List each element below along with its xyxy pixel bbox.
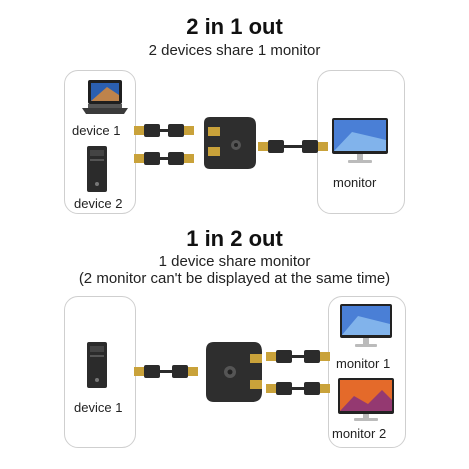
pc-tower-icon xyxy=(87,146,107,192)
section2-title: 1 in 2 out xyxy=(186,226,283,251)
section2-monitor1-label: monitor 1 xyxy=(336,356,391,371)
section2-subtitle-line1: 1 device share monitor xyxy=(158,253,311,270)
section2-monitor2-label: monitor 2 xyxy=(332,426,387,441)
hdmi-cable-icon xyxy=(258,140,328,153)
section1-monitor-label: monitor xyxy=(333,175,377,190)
laptop-icon xyxy=(82,80,128,114)
pc-tower-icon xyxy=(87,342,107,388)
hdmi-cable-icon xyxy=(266,382,330,395)
hdmi-switch-icon xyxy=(204,117,256,169)
hdmi-cable-icon xyxy=(134,152,194,165)
monitor-icon xyxy=(338,378,394,421)
monitor-icon xyxy=(340,304,392,347)
hdmi-cable-icon xyxy=(266,350,330,363)
hdmi-cable-icon xyxy=(134,124,194,137)
monitor-icon xyxy=(332,118,388,163)
section1-device1-label: device 1 xyxy=(72,123,121,138)
section2-device1-label: device 1 xyxy=(74,400,123,415)
hdmi-cable-icon xyxy=(134,365,198,378)
section2-subtitle-line2: (2 monitor can't be displayed at the sam… xyxy=(78,270,391,287)
section1-title: 2 in 1 out xyxy=(186,14,283,39)
section1-subtitle: 2 devices share 1 monitor xyxy=(148,42,321,59)
section1-device2-label: device 2 xyxy=(74,196,123,211)
hdmi-switch-icon xyxy=(206,342,262,402)
